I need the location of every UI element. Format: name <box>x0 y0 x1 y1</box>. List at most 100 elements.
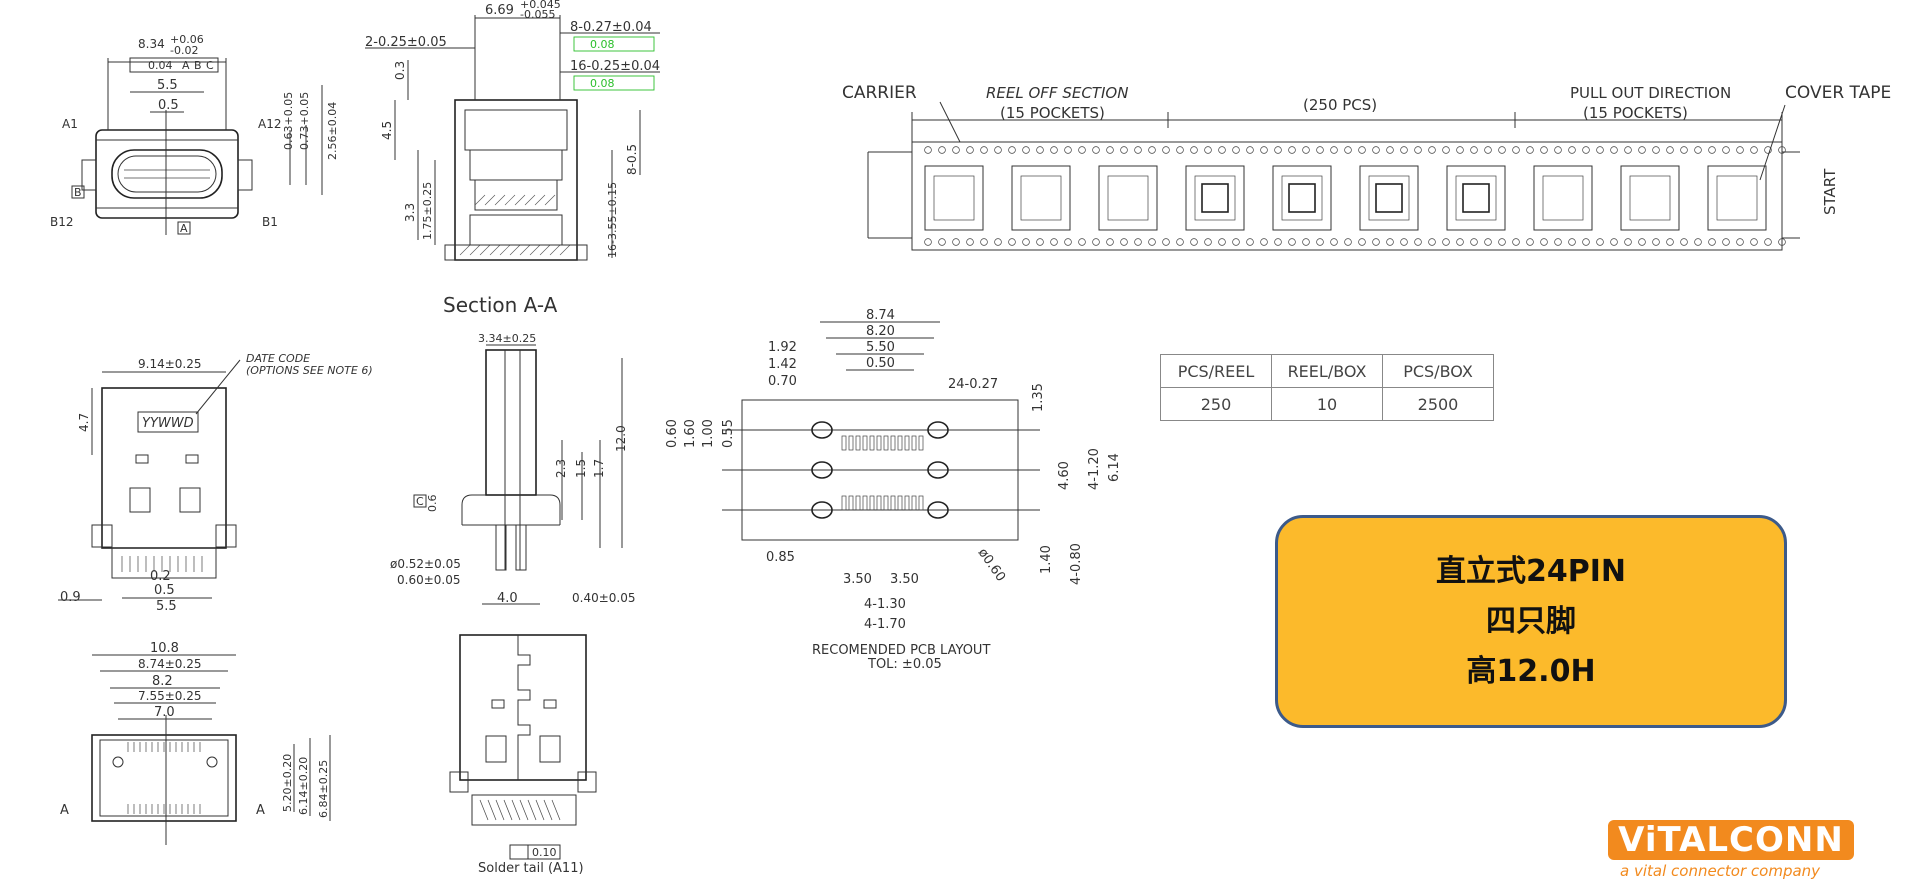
pcb-pad <box>841 495 847 511</box>
sprocket-hole <box>1484 238 1492 246</box>
sprocket-hole <box>1218 238 1226 246</box>
solder-frame-value: 0.10 <box>532 846 557 859</box>
sprocket-hole <box>924 238 932 246</box>
tape-pocket <box>1359 165 1419 231</box>
profile-dim-052: ø0.52±0.05 <box>390 557 461 571</box>
pcb-dim-050: 0.50 <box>866 356 895 371</box>
profile-dim-060: 0.60±0.05 <box>397 573 461 587</box>
solder-view: 0.10 Solder tail (A11) <box>449 634 597 876</box>
pcb-dim-192: 1.92 <box>768 340 797 355</box>
sprocket-hole <box>1442 146 1450 154</box>
sprocket-hole <box>1204 238 1212 246</box>
logo-tagline: a vital connector company <box>1620 862 1821 880</box>
front-view: 8.34 +0.06 -0.02 0.04 A B C 5.5 0.5 A1 A… <box>50 33 339 235</box>
front-dim-tol-dn: -0.02 <box>170 44 198 57</box>
sprocket-hole <box>1260 146 1268 154</box>
sprocket-hole <box>1148 238 1156 246</box>
sprocket-hole <box>1008 238 1016 246</box>
sprocket-hole <box>1456 146 1464 154</box>
profile-dim-17: 1.7 <box>592 459 606 478</box>
sprocket-hole <box>1372 146 1380 154</box>
sprocket-hole <box>1778 146 1786 154</box>
tape-pocket <box>1707 165 1767 231</box>
sprocket-hole <box>1428 146 1436 154</box>
sprocket-hole <box>1498 238 1506 246</box>
pcb-pad <box>890 495 896 511</box>
front-dim-v2: 0.73+0.05 <box>298 92 311 150</box>
front-datum-c: C <box>206 59 214 72</box>
pcb-pad <box>883 495 889 511</box>
sprocket-hole <box>1638 238 1646 246</box>
pcb-pad <box>890 435 896 451</box>
sprocket-hole <box>1050 146 1058 154</box>
sprocket-hole <box>1274 238 1282 246</box>
sprocket-hole <box>1372 238 1380 246</box>
side-dim-05: 0.5 <box>154 583 175 598</box>
tape-pocket <box>1011 165 1071 231</box>
sprocket-hole <box>1386 146 1394 154</box>
sprocket-hole <box>1652 238 1660 246</box>
sprocket-hole <box>1134 146 1142 154</box>
sprocket-hole <box>1232 146 1240 154</box>
section-dim-b: 8-0.27±0.04 <box>570 20 652 35</box>
bottom-dim-874: 8.74±0.25 <box>138 657 202 671</box>
sprocket-hole <box>1764 238 1772 246</box>
bottom-section-a-left: A <box>60 803 69 818</box>
pcb-pad <box>904 495 910 511</box>
sprocket-hole <box>1050 238 1058 246</box>
tape-pocket <box>1185 165 1245 231</box>
sprocket-hole <box>1526 238 1534 246</box>
sprocket-hole <box>1176 146 1184 154</box>
pcb-dim-874: 8.74 <box>866 308 895 323</box>
section-dim-45: 4.5 <box>380 121 394 140</box>
section-dim-a: 2-0.25±0.05 <box>365 35 447 50</box>
sprocket-hole <box>1120 146 1128 154</box>
sprocket-hole <box>1582 238 1590 246</box>
sprocket-hole <box>1764 146 1772 154</box>
sprocket-hole <box>1666 146 1674 154</box>
front-tol-frame: 0.04 <box>148 59 173 72</box>
pcb-pad <box>848 435 854 451</box>
bottom-dim-684: 6.84±0.25 <box>317 760 330 818</box>
sprocket-hole <box>1106 238 1114 246</box>
sprocket-hole <box>1316 146 1324 154</box>
pcb-dim-055: 0.55 <box>721 419 736 448</box>
front-dim-tol-up: +0.06 <box>170 33 204 46</box>
sprocket-hole <box>1708 238 1716 246</box>
front-label-b1: B1 <box>262 215 278 229</box>
pcb-dim-350b: 3.50 <box>890 572 919 587</box>
pcb-pad <box>855 435 861 451</box>
pcb-pad <box>855 495 861 511</box>
sprocket-hole <box>1596 238 1604 246</box>
pcb-pad <box>869 435 875 451</box>
section-dim-03: 0.3 <box>393 61 407 80</box>
sprocket-hole <box>1512 238 1520 246</box>
sprocket-hole <box>1540 146 1548 154</box>
sprocket-hole <box>938 146 946 154</box>
pcb-dim-140: 1.40 <box>1039 545 1054 574</box>
sprocket-hole <box>1694 238 1702 246</box>
logo-name: ViTALCONN <box>1608 820 1854 860</box>
tape-start-label: START <box>1821 168 1839 215</box>
sprocket-hole <box>1330 238 1338 246</box>
packing-header-pcs-box: PCS/BOX <box>1382 354 1494 388</box>
pcb-dim-135: 1.35 <box>1031 383 1046 412</box>
profile-datum-c: C <box>416 495 424 508</box>
sprocket-hole <box>1470 146 1478 154</box>
sprocket-hole <box>1204 146 1212 154</box>
section-dim-175: 1.75±0.25 <box>421 182 434 240</box>
front-datum-b: B <box>194 59 202 72</box>
sprocket-hole <box>966 146 974 154</box>
solder-label: Solder tail (A11) <box>478 861 584 876</box>
pcb-dim-460: 4.60 <box>1057 461 1072 490</box>
sprocket-hole <box>1064 238 1072 246</box>
front-datum-a: A <box>182 59 190 72</box>
sprocket-hole <box>1092 146 1100 154</box>
sprocket-hole <box>1022 238 1030 246</box>
sprocket-hole <box>1554 238 1562 246</box>
bottom-view: 10.8 8.74±0.25 8.2 7.55±0.25 7.0 5.20±0.… <box>60 641 331 845</box>
sprocket-hole <box>1568 146 1576 154</box>
section-frame-b: 0.08 <box>590 38 615 51</box>
pcb-tolerance: TOL: ±0.05 <box>867 657 942 672</box>
pcb-pad <box>897 435 903 451</box>
